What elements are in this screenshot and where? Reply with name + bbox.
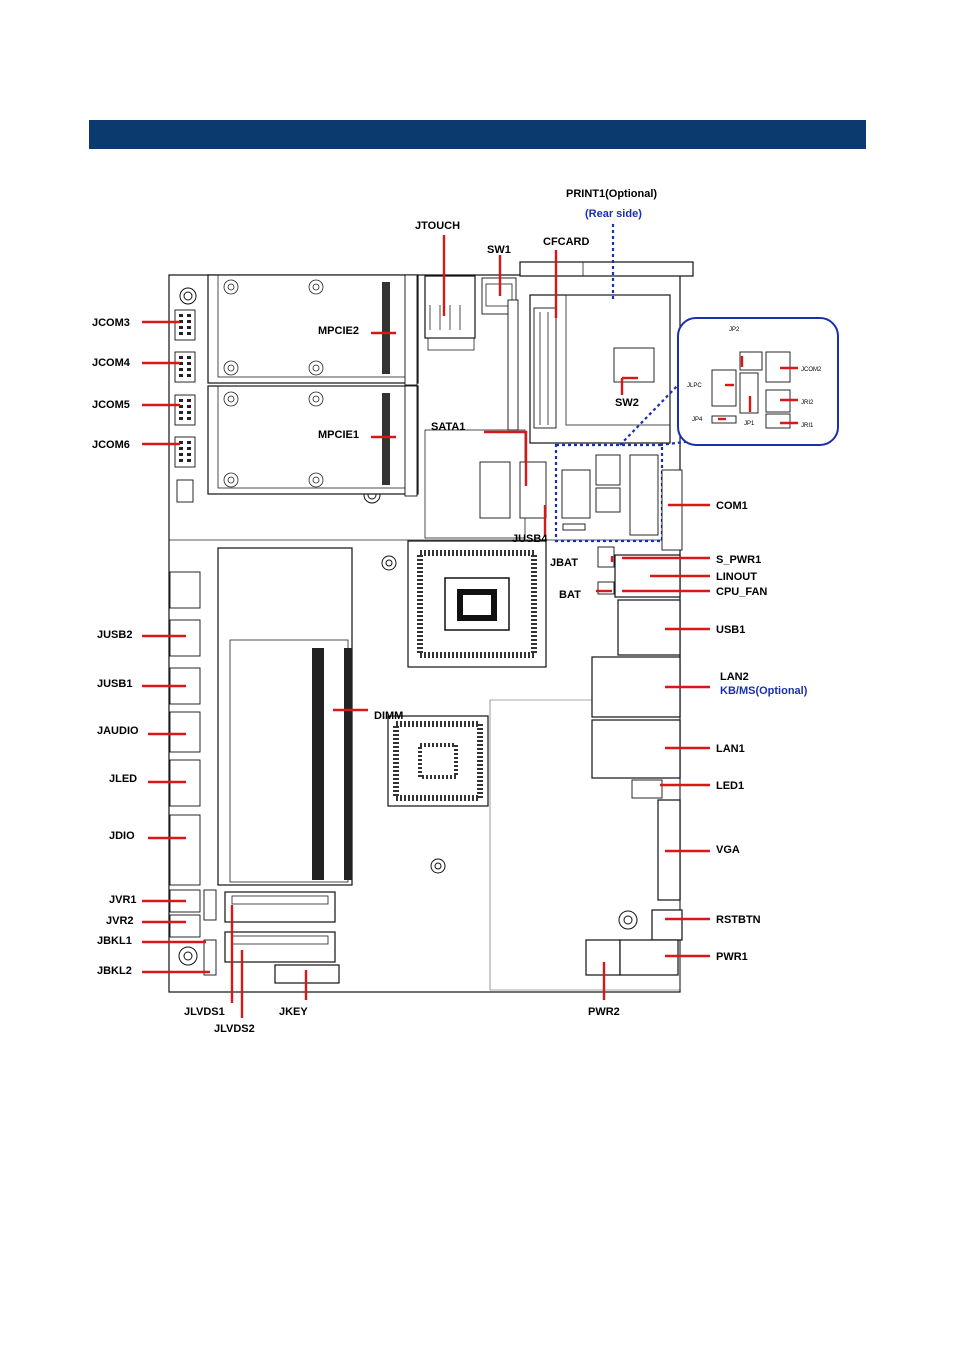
- label-sw1: SW1: [487, 244, 511, 256]
- label-jcom3: JCOM3: [92, 317, 130, 329]
- label-jcom6: JCOM6: [92, 439, 130, 451]
- label-jcom5: JCOM5: [92, 399, 130, 411]
- mpcie-connectors: [404, 274, 418, 497]
- label-jusb1: JUSB1: [97, 678, 132, 690]
- inset-label-jp2: JP2: [729, 327, 740, 333]
- lvds-connectors: [224, 891, 340, 984]
- label-pwr2: PWR2: [588, 1006, 620, 1018]
- label-dimm: DIMM: [374, 710, 403, 722]
- label-jlvds2: JLVDS2: [214, 1023, 255, 1035]
- label-lan1: LAN1: [716, 743, 745, 755]
- inset-label-jcom2: JCOM2: [801, 367, 822, 373]
- label-kbms: KB/MS(Optional): [720, 685, 808, 697]
- label-rear-side: (Rear side): [585, 208, 642, 220]
- jumper-inset-box: [619, 317, 839, 447]
- label-jusb2: JUSB2: [97, 629, 132, 641]
- jumper-block-region: [554, 443, 664, 543]
- label-sata1: SATA1: [431, 421, 465, 433]
- label-jled: JLED: [109, 773, 137, 785]
- label-mpcie1: MPCIE1: [318, 429, 359, 441]
- label-pwr1: PWR1: [716, 951, 748, 963]
- label-jlvds1: JLVDS1: [184, 1006, 225, 1018]
- dimm-slot: [217, 547, 353, 886]
- label-vga: VGA: [716, 844, 740, 856]
- inset-label-jri2: JRI2: [801, 400, 814, 406]
- label-linout: LINOUT: [716, 571, 757, 583]
- section-header-bar: [89, 120, 866, 149]
- label-rstbtn: RSTBTN: [716, 914, 761, 926]
- inset-label-jlpc: JLPC: [687, 383, 702, 389]
- label-jvr2: JVR2: [106, 915, 134, 927]
- label-bat: BAT: [559, 589, 581, 601]
- label-usb1: USB1: [716, 624, 745, 636]
- leader-lines: [142, 235, 798, 1018]
- com1-connector: [661, 469, 683, 551]
- cpu-socket: [407, 540, 547, 668]
- label-cpu-fan: CPU_FAN: [716, 586, 767, 598]
- label-lan2: LAN2: [720, 671, 749, 683]
- label-jkey: JKEY: [279, 1006, 308, 1018]
- label-jtouch: JTOUCH: [415, 220, 460, 232]
- label-cfcard: CFCARD: [543, 236, 589, 248]
- label-jdio: JDIO: [109, 830, 135, 842]
- jcom-headers: [174, 309, 196, 503]
- label-s-pwr1: S_PWR1: [716, 554, 761, 566]
- label-jcom4: JCOM4: [92, 357, 131, 369]
- label-jaudio: JAUDIO: [97, 725, 139, 737]
- label-jvr1: JVR1: [109, 894, 137, 906]
- label-jusb4: JUSB4: [512, 533, 548, 545]
- pin-row-center: [507, 299, 519, 431]
- label-print1: PRINT1(Optional): [566, 188, 657, 200]
- inset-label-jp4: JP4: [692, 417, 703, 423]
- jtouch-connector: [424, 275, 476, 351]
- label-jbkl1: JBKL1: [97, 935, 132, 947]
- label-mpcie2: MPCIE2: [318, 325, 359, 337]
- inset-label-jp1: JP1: [744, 421, 755, 427]
- sata-area: [424, 429, 547, 539]
- label-sw2: SW2: [615, 397, 639, 409]
- inset-label-jri1: JRI1: [801, 423, 814, 429]
- label-com1: COM1: [716, 500, 748, 512]
- label-led1: LED1: [716, 780, 744, 792]
- label-jbat: JBAT: [550, 557, 578, 569]
- label-jbkl2: JBKL2: [97, 965, 132, 977]
- mpcie2-slot: [207, 274, 419, 384]
- sw2-switch: [613, 347, 655, 383]
- chipset: [387, 715, 489, 807]
- mpcie1-slot: [207, 385, 419, 495]
